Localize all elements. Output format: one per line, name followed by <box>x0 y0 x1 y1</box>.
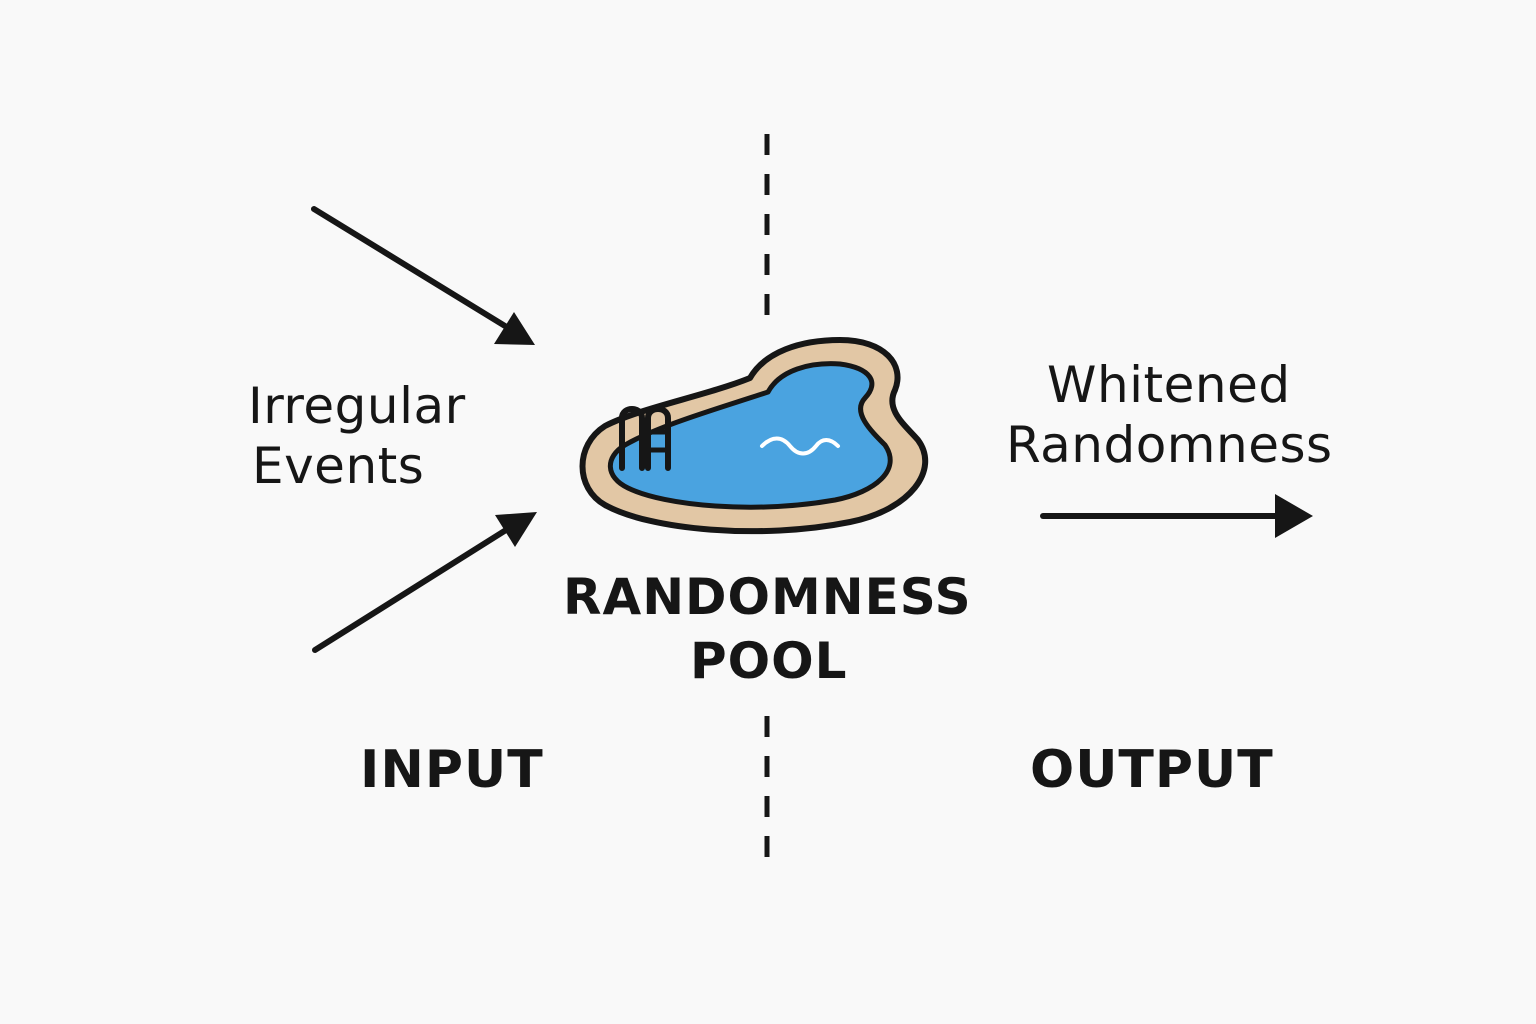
pool-water <box>607 361 893 510</box>
swimming-pool-icon <box>579 337 929 535</box>
wave-icon <box>760 436 840 456</box>
input-arrow-bottom <box>312 512 537 653</box>
pool-ladder-icon <box>619 406 671 471</box>
output-result-label-line1: Whitened <box>1047 356 1291 414</box>
output-section-heading: OUTPUT <box>1030 740 1274 800</box>
output-arrow <box>1040 494 1313 538</box>
pool-title-line1: RANDOMNESS <box>563 568 972 626</box>
input-events-label-line1: Irregular <box>248 377 466 435</box>
pool-title-line2: POOL <box>690 632 848 690</box>
input-arrow-top <box>311 206 535 345</box>
input-events-label-line2: Events <box>252 437 425 495</box>
output-result-label-line2: Randomness <box>1006 416 1333 474</box>
input-section-heading: INPUT <box>360 740 544 800</box>
